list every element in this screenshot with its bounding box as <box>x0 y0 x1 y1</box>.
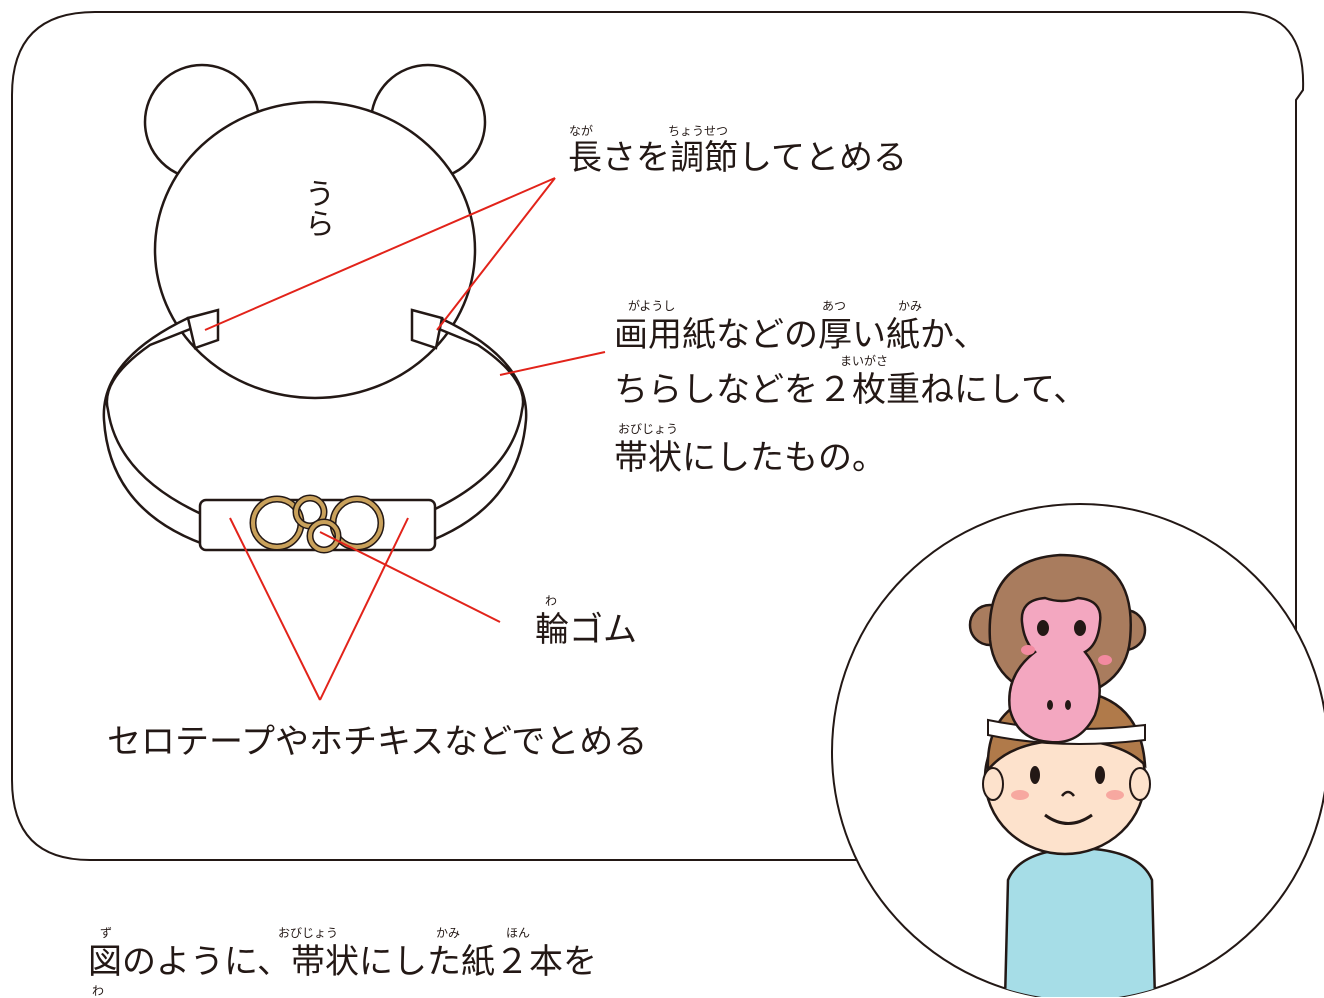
furigana-kami-caption: かみ <box>436 926 461 940</box>
furigana-atsu: あつ <box>822 299 847 313</box>
rubber-band-label: わ 輪ゴム <box>535 594 637 650</box>
band-description-line3: おびじょう 帯状にしたもの。 <box>614 422 886 478</box>
furigana-obijou-caption: おびじょう <box>278 926 339 940</box>
furigana-zu: ず <box>100 926 113 940</box>
band-description-line1: がようし あつ かみ 画用紙などの厚い紙か、 <box>614 299 988 355</box>
furigana-chousetsu: ちょうせつ <box>668 124 729 138</box>
child-illustration <box>831 503 1324 997</box>
furigana-obijou: おびじょう <box>618 422 679 436</box>
furigana-wa-cutoff: わ <box>92 984 105 998</box>
rubber-band <box>249 494 385 554</box>
furigana-maigasa: まいがさ <box>840 354 889 368</box>
fasten-label: セロテープやホチキスなどでとめる <box>107 722 648 762</box>
furigana-hon: ほん <box>506 926 531 940</box>
mask-back <box>143 63 487 400</box>
furigana-gayoushi: がようし <box>628 299 676 313</box>
furigana-kami: かみ <box>898 299 923 313</box>
band-description-line2: まいがさ ちらしなどを２枚重ねにして、 <box>614 354 1088 410</box>
furigana-naga: なが <box>569 124 594 138</box>
leader-lines <box>204 177 606 701</box>
frame <box>11 11 1305 861</box>
caption-text: ず おびじょう かみ ほん 図のように、帯状にした紙２本を <box>88 926 597 982</box>
back-label: うら <box>299 178 334 238</box>
adjust-label: なが ちょうせつ 長さを調節してとめる <box>568 124 907 178</box>
furigana-wa: わ <box>545 594 558 608</box>
